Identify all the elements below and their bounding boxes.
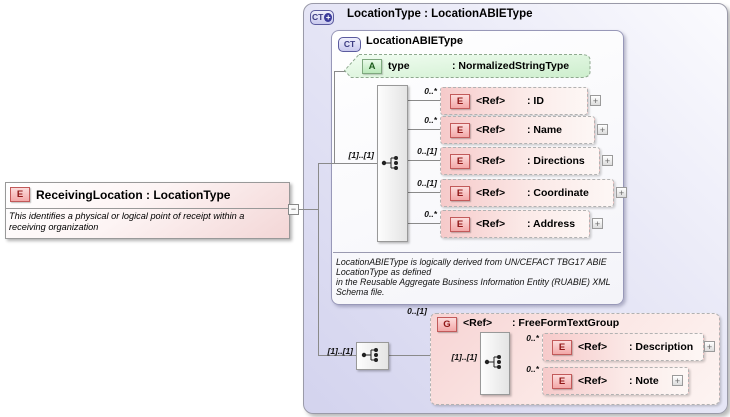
expand-button[interactable]: + [602,155,613,166]
cardinality-label: 0..* [526,333,539,343]
connector-line [406,223,440,224]
cardinality-label: [1]..[1] [451,352,478,362]
annotation-line: Schema file. [336,287,385,297]
sequence-icon [361,348,378,362]
sequence-compositor[interactable] [480,332,510,395]
cardinality-label: 0..* [424,209,437,219]
ref-tag: <Ref> [463,317,493,329]
element-icon: E [450,154,470,169]
connector-line [318,163,377,164]
element-icon: E [450,94,470,109]
element-icon: E [450,217,470,232]
group-icon: G [437,317,457,332]
sequence-compositor[interactable] [377,85,408,242]
element-icon: E [552,374,572,389]
element-icon: E [450,123,470,138]
outer-type-title: LocationType : LocationABIEType [347,8,533,20]
ref-tag: <Ref> [476,155,506,167]
annotation-line: LocationABIEType is logically derived fr… [336,257,607,267]
connector-line [406,160,440,161]
ref-name: : Description [629,341,694,353]
connector-line [406,192,440,193]
cardinality-label: 0..[1] [417,178,437,188]
cardinality-label: 0..* [526,364,539,374]
element-ref-id[interactable]: E <Ref> : ID [440,87,588,115]
plus-circle-icon: + [324,12,332,22]
ref-name: : Coordinate [527,187,589,199]
expand-button[interactable]: + [592,218,603,229]
element-ref-address[interactable]: E <Ref> : Address [440,210,590,238]
attribute-icon: A [362,59,382,74]
ct-icon: CT+ [310,9,334,25]
root-element-title: ReceivingLocation : LocationType [36,188,231,202]
element-receivinglocation-box[interactable] [5,182,290,239]
attribute-shape [343,54,591,78]
ref-name: : Note [629,375,659,387]
collapse-toggle[interactable]: − [288,204,299,215]
ref-tag: <Ref> [578,375,608,387]
divider [333,252,621,253]
expand-button[interactable]: + [672,375,683,386]
ref-name: : FreeFormTextGroup [512,317,620,329]
connector-line [298,209,318,210]
ref-tag: <Ref> [476,218,506,230]
connector-line [334,71,335,163]
sequence-compositor[interactable] [356,342,389,370]
ref-tag: <Ref> [476,124,506,136]
ref-name: : Address [527,218,576,230]
annotation-line: in the Reusable Aggregate Business Infor… [336,277,611,287]
connector-line [318,163,319,356]
connector-line [388,355,430,356]
attribute-type: : NormalizedStringType [452,60,570,72]
cardinality-label: 0..[1] [417,146,437,156]
complextype-plus-icon: CT+ [310,7,334,25]
divider [5,208,288,209]
ref-tag: <Ref> [578,341,608,353]
element-ref-coordinate[interactable]: E <Ref> : Coordinate [440,179,614,207]
element-ref-directions[interactable]: E <Ref> : Directions [440,147,600,175]
ref-name: : Directions [527,155,585,167]
cardinality-label: [1]..[1] [327,346,354,356]
root-element-documentation: This identifies a physical or logical po… [9,211,245,232]
cardinality-label: 0..* [424,86,437,96]
cardinality-label: [1]..[1] [348,150,375,160]
expand-button[interactable]: + [597,124,608,135]
ct-icon: CT [338,36,361,52]
element-icon: E [450,186,470,201]
element-ref-description[interactable]: E <Ref> : Description [542,333,704,361]
attribute-type-box[interactable]: A type : NormalizedStringType [343,54,592,78]
connector-line [406,129,440,130]
sequence-icon [381,156,398,170]
attribute-name: type [388,60,410,72]
connector-line [406,100,440,101]
ct-icon-wrap: CT [338,34,361,52]
connector-line [334,71,347,72]
ref-name: : ID [527,95,544,107]
annotation-line: LocationType as defined [336,267,432,277]
expand-button[interactable]: + [616,187,627,198]
expand-button[interactable]: + [704,341,715,352]
expand-button[interactable]: + [590,95,601,106]
cardinality-label: 0..[1] [407,306,427,316]
ct-icon-label: CT [312,12,324,22]
connector-line [318,355,356,356]
ref-name: : Name [527,124,563,136]
cardinality-label: 0..* [424,115,437,125]
element-ref-name[interactable]: E <Ref> : Name [440,116,595,144]
element-icon: E [10,187,30,202]
inner-type-title: LocationABIEType [366,35,463,47]
element-icon: E [552,340,572,355]
sequence-icon [484,355,501,369]
ref-tag: <Ref> [476,187,506,199]
element-ref-note[interactable]: E <Ref> : Note [542,367,689,395]
ref-tag: <Ref> [476,95,506,107]
